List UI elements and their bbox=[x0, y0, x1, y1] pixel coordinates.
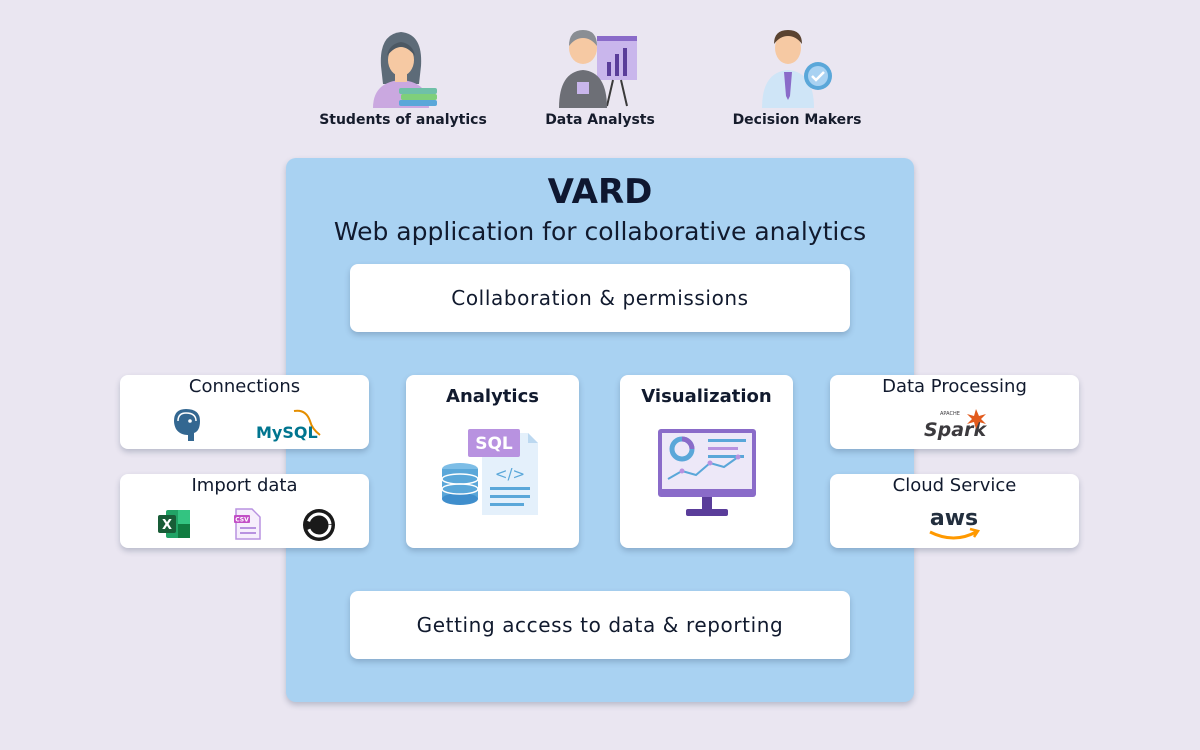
data-processing-title: Data Processing bbox=[882, 376, 1027, 397]
data-analyst-icon bbox=[559, 30, 637, 108]
import-data-card: Import data X CSV bbox=[120, 474, 369, 548]
csv-file-icon: CSV bbox=[234, 508, 261, 540]
persona-label: Decision Makers bbox=[732, 112, 862, 128]
persona-data-analysts: Data Analysts bbox=[500, 26, 700, 128]
sql-database-icon: SQL </> bbox=[441, 429, 538, 515]
mysql-text: MySQL bbox=[256, 423, 318, 442]
postgresql-icon bbox=[174, 409, 200, 441]
decision-maker-icon bbox=[762, 30, 832, 108]
code-glyph: </> bbox=[495, 465, 525, 483]
aws-text: aws bbox=[930, 506, 978, 531]
sql-badge-text: SQL bbox=[475, 434, 513, 454]
cloud-service-card: Cloud Service aws bbox=[830, 474, 1079, 548]
persona-students: Students of analytics bbox=[303, 26, 503, 128]
visualization-title: Visualization bbox=[641, 386, 772, 407]
connections-card: Connections MySQL bbox=[120, 375, 369, 449]
connections-title: Connections bbox=[188, 376, 301, 397]
reporting-label: Getting access to data & reporting bbox=[416, 613, 784, 637]
analytics-card: Analytics SQL </> bbox=[406, 375, 579, 548]
app-subtitle: Web application for collaborative analyt… bbox=[333, 217, 867, 246]
data-processing-card: Data Processing APACHE Spark bbox=[830, 375, 1079, 449]
visualization-card: Visualization bbox=[620, 375, 793, 548]
json-icon bbox=[303, 509, 335, 541]
spark-text: Spark bbox=[924, 419, 987, 441]
analytics-title: Analytics bbox=[446, 386, 539, 407]
collaboration-label: Collaboration & permissions bbox=[451, 286, 749, 310]
apache-spark-icon: APACHE Spark bbox=[924, 409, 987, 441]
persona-label: Students of analytics bbox=[319, 112, 487, 128]
csv-text: CSV bbox=[235, 517, 249, 524]
spark-small-text: APACHE bbox=[940, 411, 960, 417]
reporting-card: Getting access to data & reporting bbox=[350, 591, 850, 659]
cloud-service-title: Cloud Service bbox=[892, 475, 1017, 496]
import-data-title: Import data bbox=[191, 475, 298, 496]
mysql-icon: MySQL bbox=[256, 409, 321, 442]
app-title: VARD bbox=[547, 172, 653, 212]
persona-decision-makers: Decision Makers bbox=[697, 26, 897, 128]
collaboration-card: Collaboration & permissions bbox=[350, 264, 850, 332]
dashboard-monitor-icon bbox=[658, 429, 756, 516]
aws-icon: aws bbox=[929, 506, 981, 540]
persona-label: Data Analysts bbox=[545, 112, 655, 128]
student-icon bbox=[373, 32, 437, 108]
excel-icon: X bbox=[158, 510, 190, 538]
excel-text: X bbox=[162, 518, 172, 533]
